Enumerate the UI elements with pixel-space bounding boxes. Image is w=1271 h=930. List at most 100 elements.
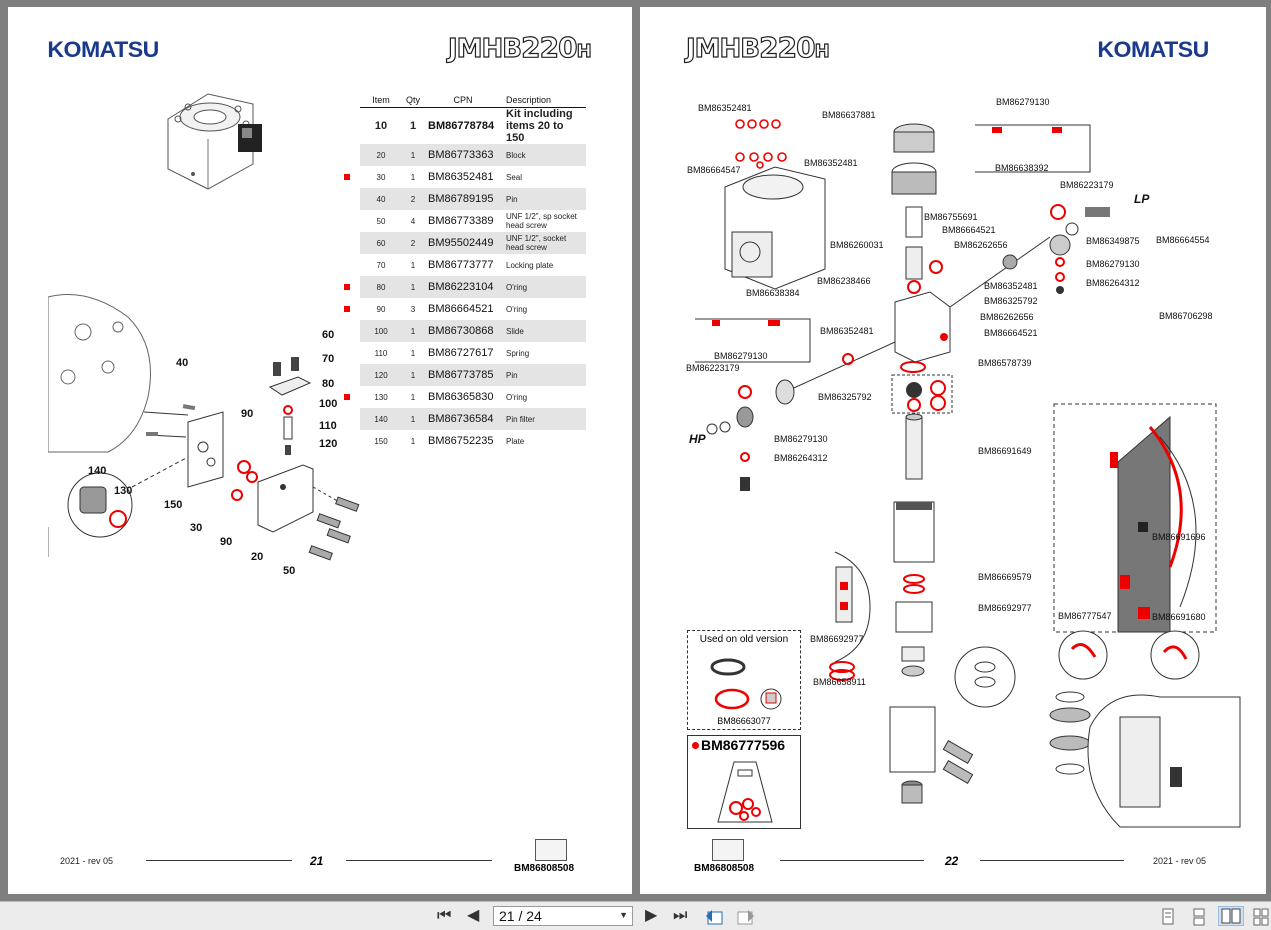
kit-marker-square [344,174,350,180]
cell-item: 60 [360,232,402,254]
cell-cpn: BM86773363 [424,144,503,166]
callout-90-bottom: 90 [220,536,233,548]
cell-qty: 1 [402,254,424,276]
part-label: BM86664521 [984,328,1038,338]
callout-60: 60 [322,329,335,341]
part-label: BM86279130 [774,434,828,444]
part-label: BM86262656 [980,312,1034,322]
cell-cpn-text: BM86773777 [428,259,494,271]
go-forward-icon[interactable] [736,908,756,926]
two-page-continuous-view-icon[interactable] [1253,908,1269,926]
komatsu-logo: KOMATSU [1097,37,1209,62]
callout-80: 80 [322,378,335,390]
cell-desc: Slide [502,320,587,342]
part-label: BM86279130 [996,97,1050,107]
header-item: Item [360,93,402,108]
callout-120: 120 [319,438,338,450]
cell-desc: UNF 1/2", sp socket head screw [502,210,586,232]
part-label: BM86325792 [818,392,872,402]
cell-desc-text: UNF 1/2", socket head screw [506,234,567,252]
cell-qty-text: 1 [410,150,416,160]
cell-desc: Spring [502,342,586,364]
first-page-button[interactable]: ⏮ [437,907,452,924]
cell-qty-text: 1 [410,326,416,336]
cell-cpn: BM86778784 [424,108,502,145]
part-label: BM86352481 [820,326,874,336]
cell-cpn: BM86773777 [424,254,502,276]
cell-qty: 3 [402,298,424,320]
cell-qty: 2 [402,232,425,254]
seal-kit-bag-drawing [717,761,773,823]
cell-item: 110 [360,342,402,364]
cell-cpn-text: BM86223104 [428,281,494,293]
part-label: BM86352481 [804,158,858,168]
cell-qty-text: 3 [410,304,416,314]
previous-page-button[interactable]: ◀ [467,907,480,924]
hydraulic-assembly-drawing [695,119,1241,828]
cell-item-text: 10 [374,120,388,132]
cell-desc-text: O'ring [506,304,528,314]
cell-desc: Plate [502,430,586,452]
cell-cpn: BM86789195 [424,188,503,210]
last-page-button[interactable]: ⏭ [673,907,688,924]
cell-item-text: 130 [374,392,388,402]
cell-item-text: 100 [374,326,388,336]
part-label: BM86658911 [813,677,866,687]
cell-item: 70 [360,254,402,276]
part-label: BM86669579 [978,572,1032,582]
cell-item-text: 110 [374,348,388,358]
cell-item: 130 [344,386,402,408]
cell-item: 50 [360,210,402,232]
cell-cpn-text: BM95502449 [428,237,494,249]
header-description: Description [502,93,587,108]
callout-130: 130 [114,485,133,497]
cell-desc: O'ring [502,276,587,298]
go-back-icon[interactable] [704,908,724,926]
page-selector[interactable]: 21 / 24 ▼ [493,906,633,926]
cell-desc: UNF 1/2", socket head screw [502,232,587,254]
next-page-button[interactable]: ▶ [645,907,658,924]
part-label: BM86637881 [822,110,876,120]
two-page-view-icon[interactable] [1218,906,1244,926]
cell-item-text: 140 [374,414,388,424]
cell-qty-text: 1 [410,282,416,292]
cell-cpn-text: BM86778784 [428,120,495,132]
continuous-view-icon[interactable] [1191,908,1207,926]
cell-item: 30 [344,166,402,188]
part-label: BM86325792 [984,296,1038,306]
cell-qty-text: 1 [410,370,416,380]
cell-desc-text: Plate [506,436,525,446]
cell-desc: O'ring [502,386,586,408]
cell-desc-text: Pin [506,370,518,380]
cell-item-text: 60 [376,238,386,248]
cell-cpn-text: BM86365830 [428,391,494,403]
parts-table-body: 10 1 BM86778784 Kit including items 20 to 1… [344,108,587,453]
cell-item: 100 [360,320,402,342]
low-pressure-label: LP [1134,192,1150,206]
cell-desc-text: O'ring [506,392,528,402]
cell-item-text: 120 [374,370,388,380]
cell-desc: Seal [502,166,586,188]
cell-cpn: BM86752235 [424,430,502,452]
cell-item-text: 150 [374,436,388,446]
cell-item-text: 90 [376,304,386,314]
part-label: BM86691696 [1152,532,1206,542]
single-page-view-icon[interactable] [1160,908,1176,926]
cell-desc-text: Kit including items 20 to 150 [506,108,573,144]
kit-marker-square [344,284,350,290]
part-label: BM86664547 [687,165,741,175]
cell-qty-text: 2 [410,194,416,204]
book-icon [712,839,744,861]
block-location-illustration [167,93,262,190]
callout-100: 100 [319,398,338,410]
cell-cpn-text: BM86773389 [428,215,494,227]
cell-qty: 1 [402,342,424,364]
cell-qty-text: 1 [410,414,416,424]
